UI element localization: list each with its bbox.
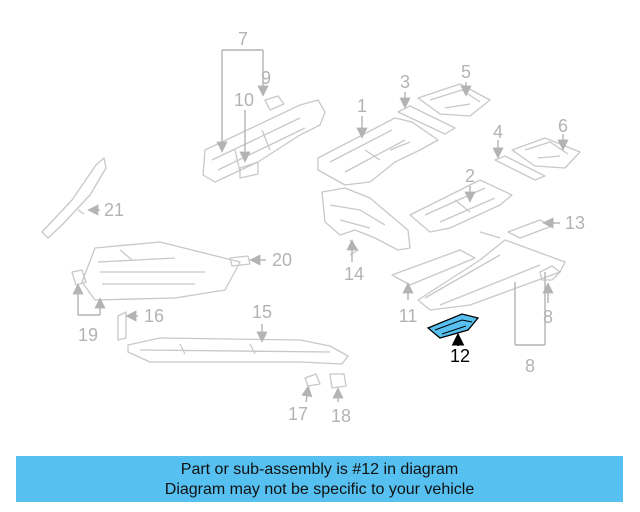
part-7-front-rail [202, 95, 326, 183]
label-part-2: 2 [465, 166, 475, 186]
part-12-highlighted [426, 313, 480, 339]
part-4-crossmember [494, 155, 546, 181]
label-part-5: 5 [461, 62, 471, 82]
part-18-clip [329, 373, 347, 389]
label-part-10: 10 [234, 90, 254, 110]
part-14-bracket [321, 187, 411, 256]
label-part-19: 19 [78, 325, 98, 345]
part-8-rocker-rail [417, 231, 566, 311]
part-20-clip [229, 255, 251, 267]
label-part-8: 8 [525, 356, 535, 376]
part-19-undercover [71, 241, 241, 301]
label-part-9-left: 9 [261, 68, 271, 88]
label-part-15: 15 [252, 302, 272, 322]
part-3-crossmember [397, 105, 456, 135]
part-2-center-floor [409, 179, 513, 233]
part-5-panel [417, 83, 491, 117]
part-1-front-floor [317, 117, 439, 186]
part-6-panel [511, 137, 581, 169]
label-part-13: 13 [565, 213, 585, 233]
part-11-rail [391, 249, 476, 286]
part-9-bracket-right [539, 265, 561, 281]
label-part-1: 1 [357, 96, 367, 116]
banner-line-2: Diagram may not be specific to your vehi… [164, 481, 475, 498]
label-part-9-right: 8 [543, 307, 553, 327]
label-part-16: 16 [144, 306, 164, 326]
part-17-clip [304, 373, 321, 387]
label-part-4: 4 [493, 122, 503, 142]
parts-diagram: 7 9 10 1 3 5 4 6 2 13 14 11 8 8 12 20 16… [41, 29, 585, 426]
label-part-21: 21 [104, 200, 124, 220]
label-part-18: 18 [331, 406, 351, 426]
info-banner: Part or sub-assembly is #12 in diagram D… [16, 456, 623, 502]
part-15-side-rail [127, 337, 349, 365]
label-part-20: 20 [272, 250, 292, 270]
leader-lines [72, 49, 569, 403]
part-21-brace [41, 157, 107, 239]
label-part-14: 14 [344, 264, 364, 284]
label-part-3: 3 [400, 72, 410, 92]
banner-line-1: Part or sub-assembly is #12 in diagram [180, 461, 459, 478]
label-part-17: 17 [288, 404, 308, 424]
label-part-12: 12 [450, 346, 470, 366]
part-16-brace [117, 311, 127, 341]
label-part-11: 11 [399, 306, 418, 326]
label-part-7: 7 [238, 29, 248, 49]
label-part-6: 6 [558, 116, 568, 136]
